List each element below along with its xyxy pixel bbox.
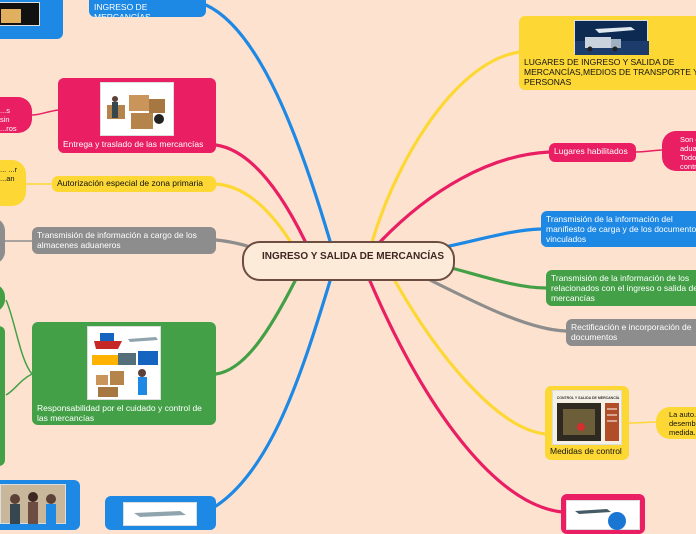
topic-transmision-almacenes[interactable]: Transmisión de información a cargo de lo… bbox=[32, 227, 216, 254]
topic-rectificacion-label: Rectificación e incorporación de documen… bbox=[571, 322, 692, 342]
link-responsabilidad bbox=[214, 279, 297, 376]
link-top-left bbox=[204, 3, 332, 243]
topic-transmision-almacenes-label: Transmisión de información a cargo de lo… bbox=[37, 230, 197, 250]
subtopic-entrega-text: ...s sin ...ros ...s. bbox=[0, 106, 17, 133]
subtopic-transmision[interactable] bbox=[0, 218, 5, 264]
cargo-logistics-image bbox=[87, 326, 161, 400]
topic-lugares-ingreso[interactable]: LUGARES DE INGRESO Y SALIDA DE MERCANCÍA… bbox=[519, 16, 696, 90]
topic-autorizacion[interactable]: Autorización especial de zona primaria bbox=[52, 176, 216, 192]
link-autorizacion bbox=[214, 182, 292, 243]
topic-medidas-label: Medidas de control bbox=[550, 446, 622, 456]
topic-responsabilidad-label: Responsabilidad por el cuidado y control… bbox=[37, 403, 202, 423]
link-entrega bbox=[214, 143, 307, 243]
topic-top-left-partial[interactable] bbox=[0, 0, 63, 39]
sublink-entrega bbox=[31, 109, 59, 116]
subtopic-lugares-text: Son e... adua... Todo... contr... bbox=[680, 135, 696, 171]
subtopic-autorizacion-text: ... ...r ...an bbox=[0, 165, 18, 183]
central-topic[interactable]: INGRESO Y SALIDA DE MERCANCÍAS bbox=[242, 241, 455, 281]
subtopic-entrega[interactable]: ...s sin ...ros ...s. bbox=[0, 97, 32, 133]
link-lugares-ingreso bbox=[370, 50, 522, 244]
sublink-resp-1 bbox=[5, 299, 33, 375]
topic-lugares-ingreso-label: LUGARES DE INGRESO Y SALIDA DE MERCANCÍA… bbox=[524, 57, 696, 87]
topic-lugares-habilitados-label: Lugares habilitados bbox=[554, 146, 628, 156]
topic-transmision-manifiesto-label: Transmisión de la información del manifi… bbox=[546, 214, 696, 244]
sublink-lugares bbox=[635, 149, 663, 153]
topic-rectificacion[interactable]: Rectificación e incorporación de documen… bbox=[566, 319, 696, 346]
subtopic-autorizacion[interactable]: ... ...r ...an bbox=[0, 160, 26, 206]
control-sign-title: CONTROL Y SALIDA DE MERCANCÍA bbox=[557, 395, 620, 400]
topic-bottom-left-partial[interactable] bbox=[0, 480, 80, 530]
people-image bbox=[0, 484, 66, 524]
topic-transmision-relacionados-label: Transmisión de la información de los rel… bbox=[551, 273, 696, 303]
sublink-resp-2 bbox=[5, 373, 33, 396]
subtopic-resp-1[interactable] bbox=[0, 284, 5, 312]
warehouse-workers-image bbox=[100, 82, 174, 136]
topic-medidas-control[interactable]: CONTROL Y SALIDA DE MERCANCÍA Medidas de… bbox=[545, 386, 629, 460]
link-bottom-left bbox=[214, 279, 332, 508]
topic-responsabilidad[interactable]: Responsabilidad por el cuidado y control… bbox=[32, 322, 216, 425]
topic-ingreso-label: INGRESO DE MERCANCÍAS bbox=[94, 2, 151, 17]
cargo-plane-image bbox=[123, 502, 197, 526]
subtopic-medidas-text: La auto... desemb... medida... bbox=[669, 410, 696, 437]
topic-transmision-manifiesto[interactable]: Transmisión de la información del manifi… bbox=[541, 211, 696, 247]
link-bottom-right bbox=[368, 279, 564, 514]
subtopic-medidas[interactable]: La auto... desemb... medida... bbox=[656, 407, 696, 439]
subtopic-lugares-habilitados[interactable]: Son e... adua... Todo... contr... bbox=[662, 131, 696, 171]
topic-bottom-right[interactable] bbox=[561, 494, 645, 534]
transport-image bbox=[566, 500, 640, 530]
topic-bottom-center[interactable] bbox=[105, 496, 216, 530]
topic-entrega-traslado[interactable]: Entrega y traslado de las mercancías bbox=[58, 78, 216, 153]
sublink-medidas bbox=[628, 421, 657, 424]
link-manifiesto bbox=[438, 227, 543, 250]
topic-lugares-habilitados[interactable]: Lugares habilitados bbox=[549, 143, 636, 162]
control-sign-image: CONTROL Y SALIDA DE MERCANCÍA bbox=[552, 390, 622, 445]
topic-ingreso-mercancias[interactable]: INGRESO DE MERCANCÍAS bbox=[89, 0, 206, 17]
document-image bbox=[0, 2, 40, 26]
topic-autorizacion-label: Autorización especial de zona primaria bbox=[57, 178, 203, 188]
link-medidas bbox=[393, 279, 548, 436]
link-rectificacion bbox=[428, 278, 568, 333]
central-topic-title: INGRESO Y SALIDA DE MERCANCÍAS bbox=[262, 251, 445, 262]
link-relacionados bbox=[438, 263, 548, 290]
topic-transmision-relacionados[interactable]: Transmisión de la información de los rel… bbox=[546, 270, 696, 306]
subtopic-resp-2[interactable] bbox=[0, 326, 5, 466]
topic-entrega-label: Entrega y traslado de las mercancías bbox=[63, 139, 204, 149]
link-lugares-habilitados bbox=[378, 150, 551, 244]
truck-plane-image bbox=[574, 20, 649, 55]
